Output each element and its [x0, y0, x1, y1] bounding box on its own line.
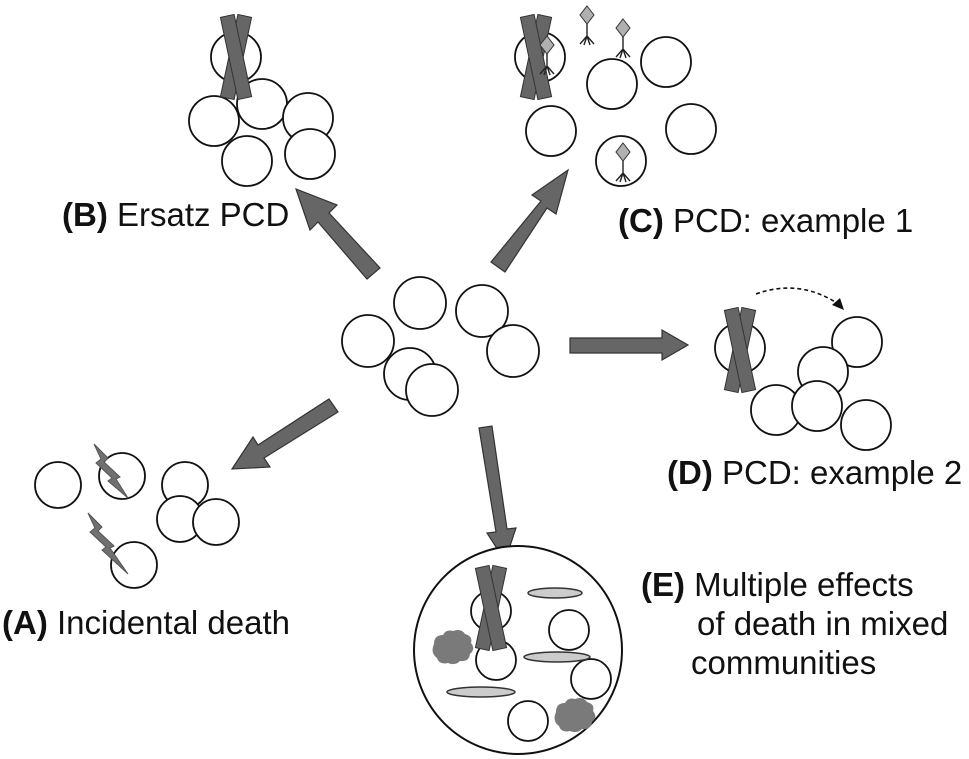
- cell: [405, 363, 459, 417]
- cell: [284, 128, 336, 180]
- blob-icon: [432, 630, 474, 665]
- group-b-cells: [188, 13, 336, 187]
- oval-cell: [527, 587, 583, 599]
- label-letter: (C): [618, 202, 664, 239]
- oval-cell: [523, 651, 591, 663]
- cell: [525, 105, 577, 157]
- label-text: PCD: example 2: [721, 454, 963, 491]
- group-e-community: [413, 545, 623, 755]
- label-text: Ersatz PCD: [116, 196, 290, 233]
- label-pcd-example-1: (C) PCD: example 1: [618, 202, 913, 241]
- arrow-to-c: [490, 168, 570, 273]
- cell: [665, 103, 717, 155]
- oval-cell: [446, 686, 516, 698]
- label-ersatz-pcd: (B) Ersatz PCD: [62, 196, 289, 235]
- label-text-line1: Multiple effects: [694, 566, 914, 603]
- cell: [486, 324, 540, 378]
- cell: [393, 276, 447, 330]
- label-mixed-communities: (E) Multiple effects of death in mixed c…: [641, 566, 948, 683]
- blob-icon: [554, 698, 596, 733]
- arrow-to-a: [230, 398, 339, 470]
- cell: [840, 399, 892, 451]
- group-c-cells: [514, 5, 717, 187]
- arrow-to-e: [478, 425, 517, 563]
- label-letter: (A): [2, 604, 48, 641]
- cell: [110, 541, 158, 589]
- cell: [595, 135, 647, 187]
- lightning-icon: [87, 512, 129, 575]
- arrow-to-b: [295, 187, 381, 280]
- cell: [188, 95, 240, 147]
- cell: [341, 314, 395, 368]
- label-text: PCD: example 1: [672, 202, 914, 239]
- label-text-line2: of death in mixed: [697, 604, 949, 642]
- arrow-to-d: [569, 328, 690, 362]
- antibody-icon: [615, 18, 631, 59]
- cell: [192, 498, 240, 546]
- lightning-icon: [93, 443, 129, 499]
- cell: [221, 135, 273, 187]
- label-text-line3: communities: [691, 643, 877, 681]
- label-letter: (B): [62, 196, 108, 233]
- label-text: Incidental death: [56, 604, 290, 641]
- cell: [455, 284, 509, 338]
- label-pcd-example-2: (D) PCD: example 2: [667, 454, 962, 493]
- cell: [98, 452, 146, 500]
- cell: [586, 58, 638, 110]
- label-letter: (E): [641, 566, 685, 603]
- antibody-icon: [579, 5, 595, 46]
- cell: [570, 658, 612, 700]
- cell: [34, 461, 82, 509]
- cell: [831, 316, 883, 368]
- cell: [507, 700, 549, 742]
- group-d-cells: [714, 287, 892, 451]
- cell: [548, 609, 590, 651]
- dashed-arrowhead: [832, 298, 844, 310]
- label-letter: (D): [667, 454, 713, 491]
- dashed-arrow: [755, 287, 841, 306]
- cell: [791, 380, 843, 432]
- central-cell-cluster: [341, 276, 540, 417]
- cell: [640, 36, 692, 88]
- group-a-cells: [34, 443, 240, 589]
- label-incidental-death: (A) Incidental death: [2, 604, 290, 643]
